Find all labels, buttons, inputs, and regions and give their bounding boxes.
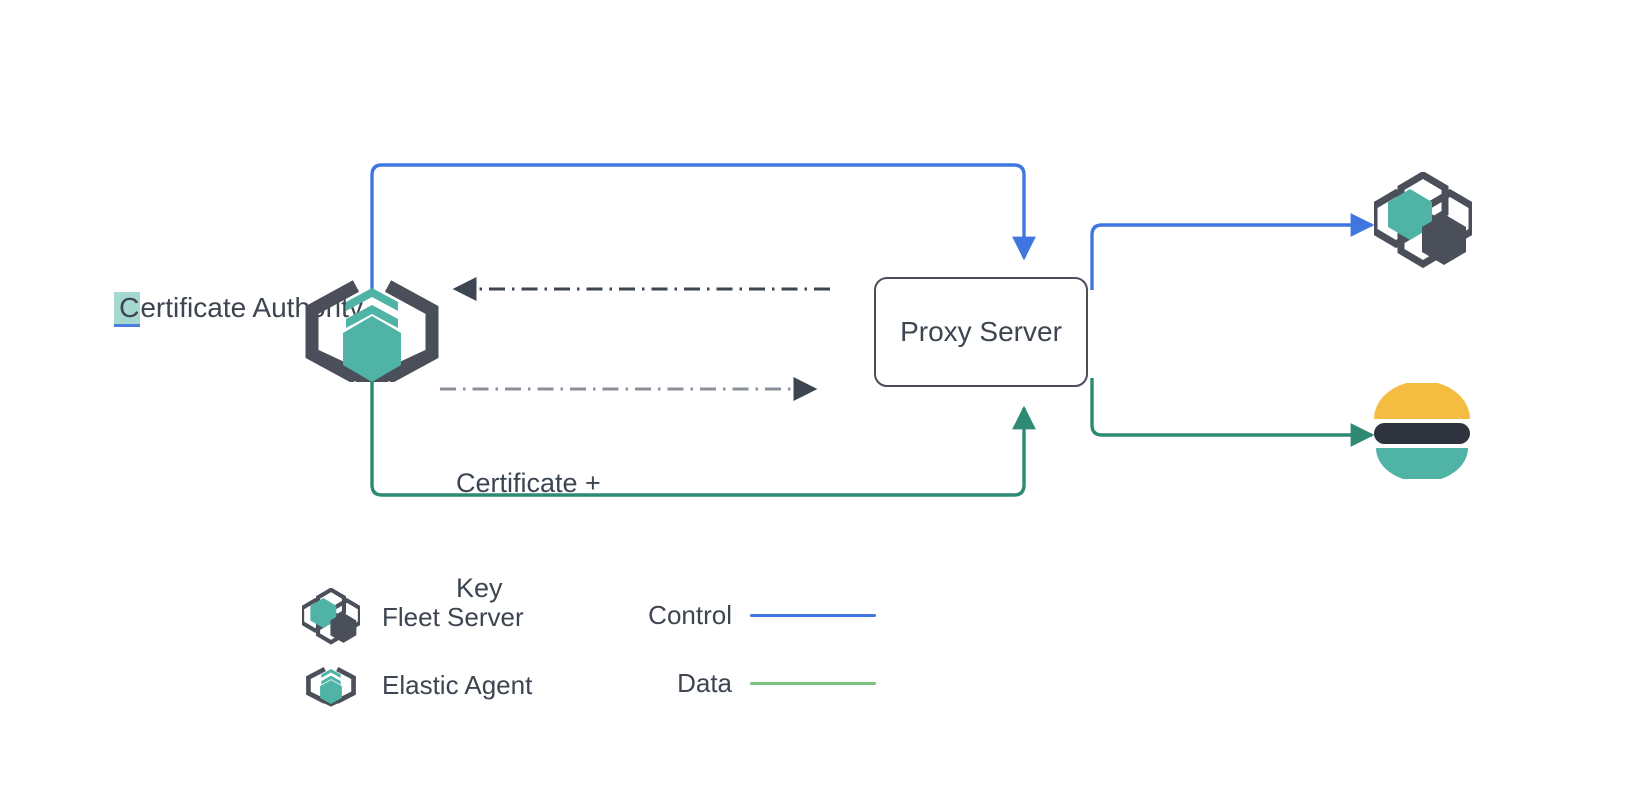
edge-proxy-to-elasticsearch-data — [1090, 378, 1375, 447]
legend-label-control: Control — [648, 600, 732, 630]
edge-agent-to-proxy-control — [370, 163, 1036, 290]
elastic-agent-icon — [306, 666, 356, 707]
legend-agent-icon-slot — [300, 654, 362, 716]
certificate-key-line2: Key — [456, 573, 503, 603]
legend-item-elastic-agent: Elastic Agent — [300, 654, 532, 716]
legend-label-fleet-server: Fleet Server — [382, 601, 524, 632]
legend-swatch-control — [750, 614, 876, 617]
legend-fleet-icon-slot — [300, 586, 362, 648]
legend-label-data: Data — [677, 668, 732, 698]
ca-label-selected-char: C — [114, 292, 141, 327]
certificate-authority-node[interactable] — [300, 278, 444, 390]
edge-agent-to-proxy-data — [370, 378, 1036, 497]
proxy-server-label: Proxy Server — [900, 316, 1062, 347]
proxy-server-node[interactable]: Proxy Server — [874, 277, 1088, 387]
elasticsearch-node[interactable] — [1372, 381, 1472, 482]
legend-item-fleet-server: Fleet Server — [300, 586, 524, 648]
legend-label-elastic-agent: Elastic Agent — [382, 669, 533, 700]
legend: Fleet Server Elastic Agent Control Data — [300, 586, 920, 716]
legend-key-control: Control — [622, 600, 876, 631]
legend-swatch-data — [750, 682, 876, 685]
fleet-server-icon — [1370, 170, 1476, 269]
certificate-key-annotation: Certificate + Key — [456, 396, 601, 676]
fleet-server-node[interactable] — [1370, 170, 1476, 272]
certificate-key-line1: Certificate + — [456, 468, 601, 498]
elastic-agent-icon — [305, 280, 439, 390]
fleet-server-icon — [302, 587, 360, 645]
elasticsearch-logo — [1374, 381, 1470, 482]
legend-key-data: Data — [622, 668, 876, 699]
edge-proxy-to-fleet-control — [1090, 213, 1375, 290]
